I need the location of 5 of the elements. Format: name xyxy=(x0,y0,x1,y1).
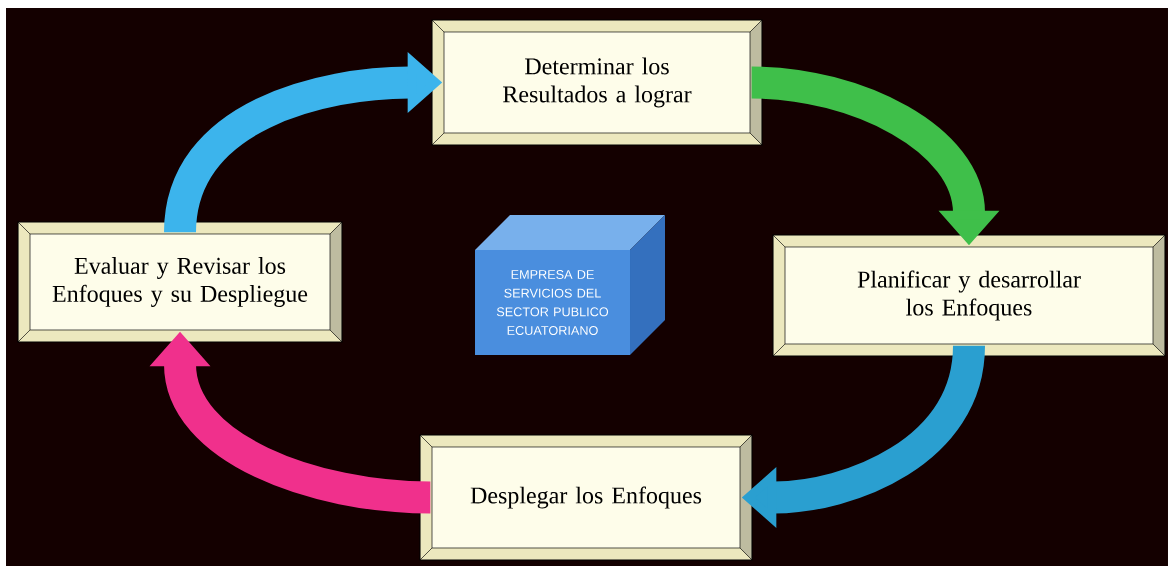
process-box: Desplegar los Enfoques xyxy=(419,434,753,561)
cube-box: EMPRESA DE SERVICIOS DEL SECTOR PUBLICO ECUATORIANO xyxy=(475,215,665,355)
process-box: Evaluar y Revisar los Enfoques y su Despliegue xyxy=(17,221,343,343)
process-box: Planificar y desarrollar los Enfoques xyxy=(772,234,1166,357)
process-box: Determinar los Resultados a lograr xyxy=(431,19,763,146)
